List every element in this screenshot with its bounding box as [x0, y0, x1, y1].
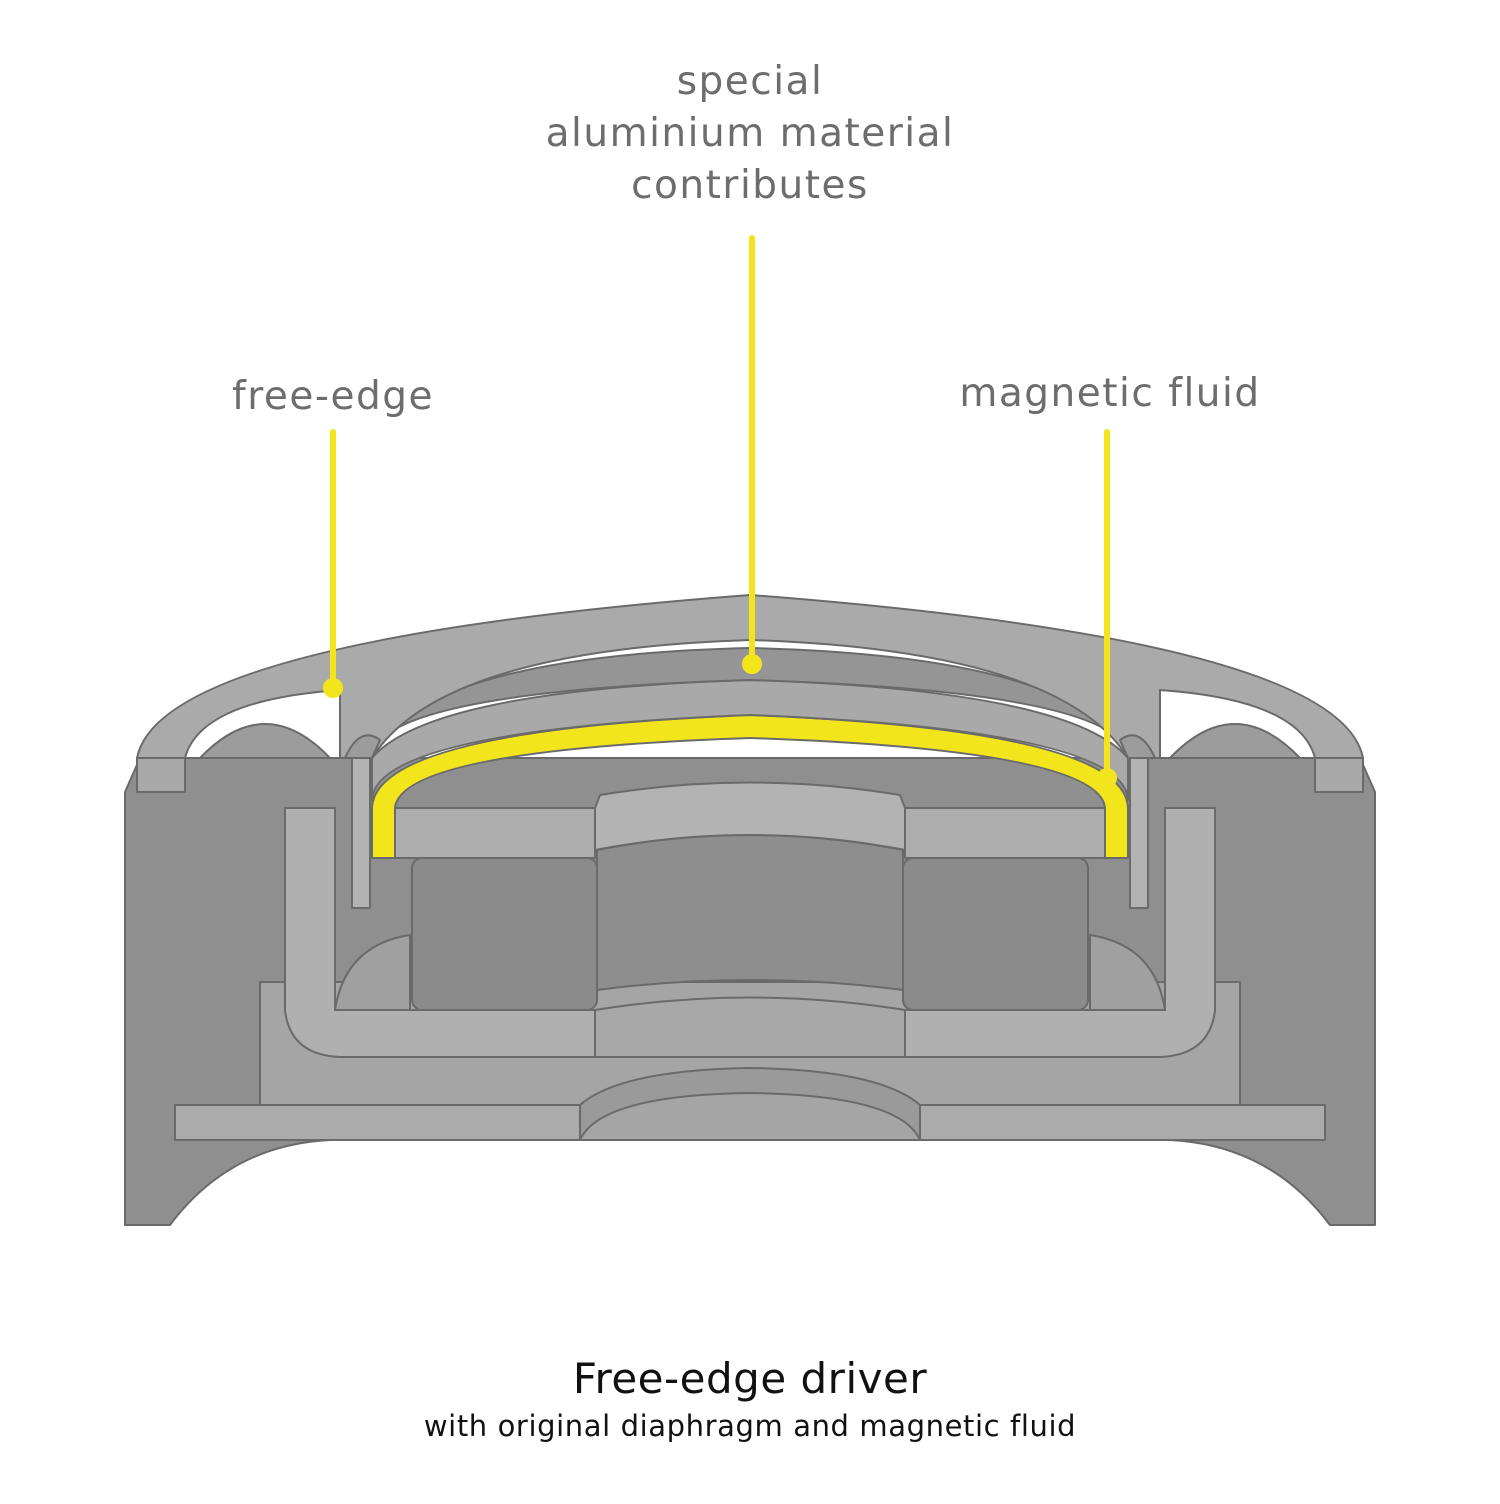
coil-right: [1129, 757, 1149, 909]
surround-left: [199, 723, 331, 759]
base-flange: [174, 1104, 581, 1141]
bowl-inner: [334, 934, 1166, 1011]
caption: Free-edge driver with original diaphragm…: [250, 1352, 1250, 1446]
label-special-line-2: aluminium material: [545, 111, 955, 156]
caption-title: Free-edge driver: [572, 1354, 928, 1403]
surround-right: [1169, 723, 1301, 759]
label-special-aluminium: special aluminium material contributes: [450, 56, 1050, 212]
magnet-left: [411, 857, 598, 1011]
label-special-line-3: contributes: [631, 163, 869, 208]
label-special-line-1: special: [676, 59, 824, 104]
dot-free-edge: [323, 678, 343, 698]
surround-inner-left: [344, 734, 381, 759]
pole-cap: [594, 781, 906, 851]
center-vent: [579, 1067, 921, 1141]
rim-block-left: [136, 757, 186, 793]
free-edge-ring: [136, 594, 1364, 759]
magnet-right: [902, 857, 1089, 1011]
dot-special: [742, 654, 762, 674]
center-pole: [596, 834, 904, 991]
label-free-edge: free-edge: [232, 374, 434, 419]
surround-inner-right: [1119, 734, 1156, 759]
rim-block-right: [1314, 757, 1364, 793]
caption-subtitle: with original diaphragm and magnetic flu…: [423, 1409, 1077, 1443]
base-flange-right: [919, 1104, 1326, 1141]
center-collar: [594, 996, 906, 1058]
yoke-frame: [284, 807, 1216, 1058]
coil-left: [351, 757, 371, 909]
diaphragm-dome: [371, 679, 1129, 801]
dot-magnetic-fluid: [1097, 768, 1117, 788]
label-magnetic-fluid: magnetic fluid: [959, 371, 1261, 416]
